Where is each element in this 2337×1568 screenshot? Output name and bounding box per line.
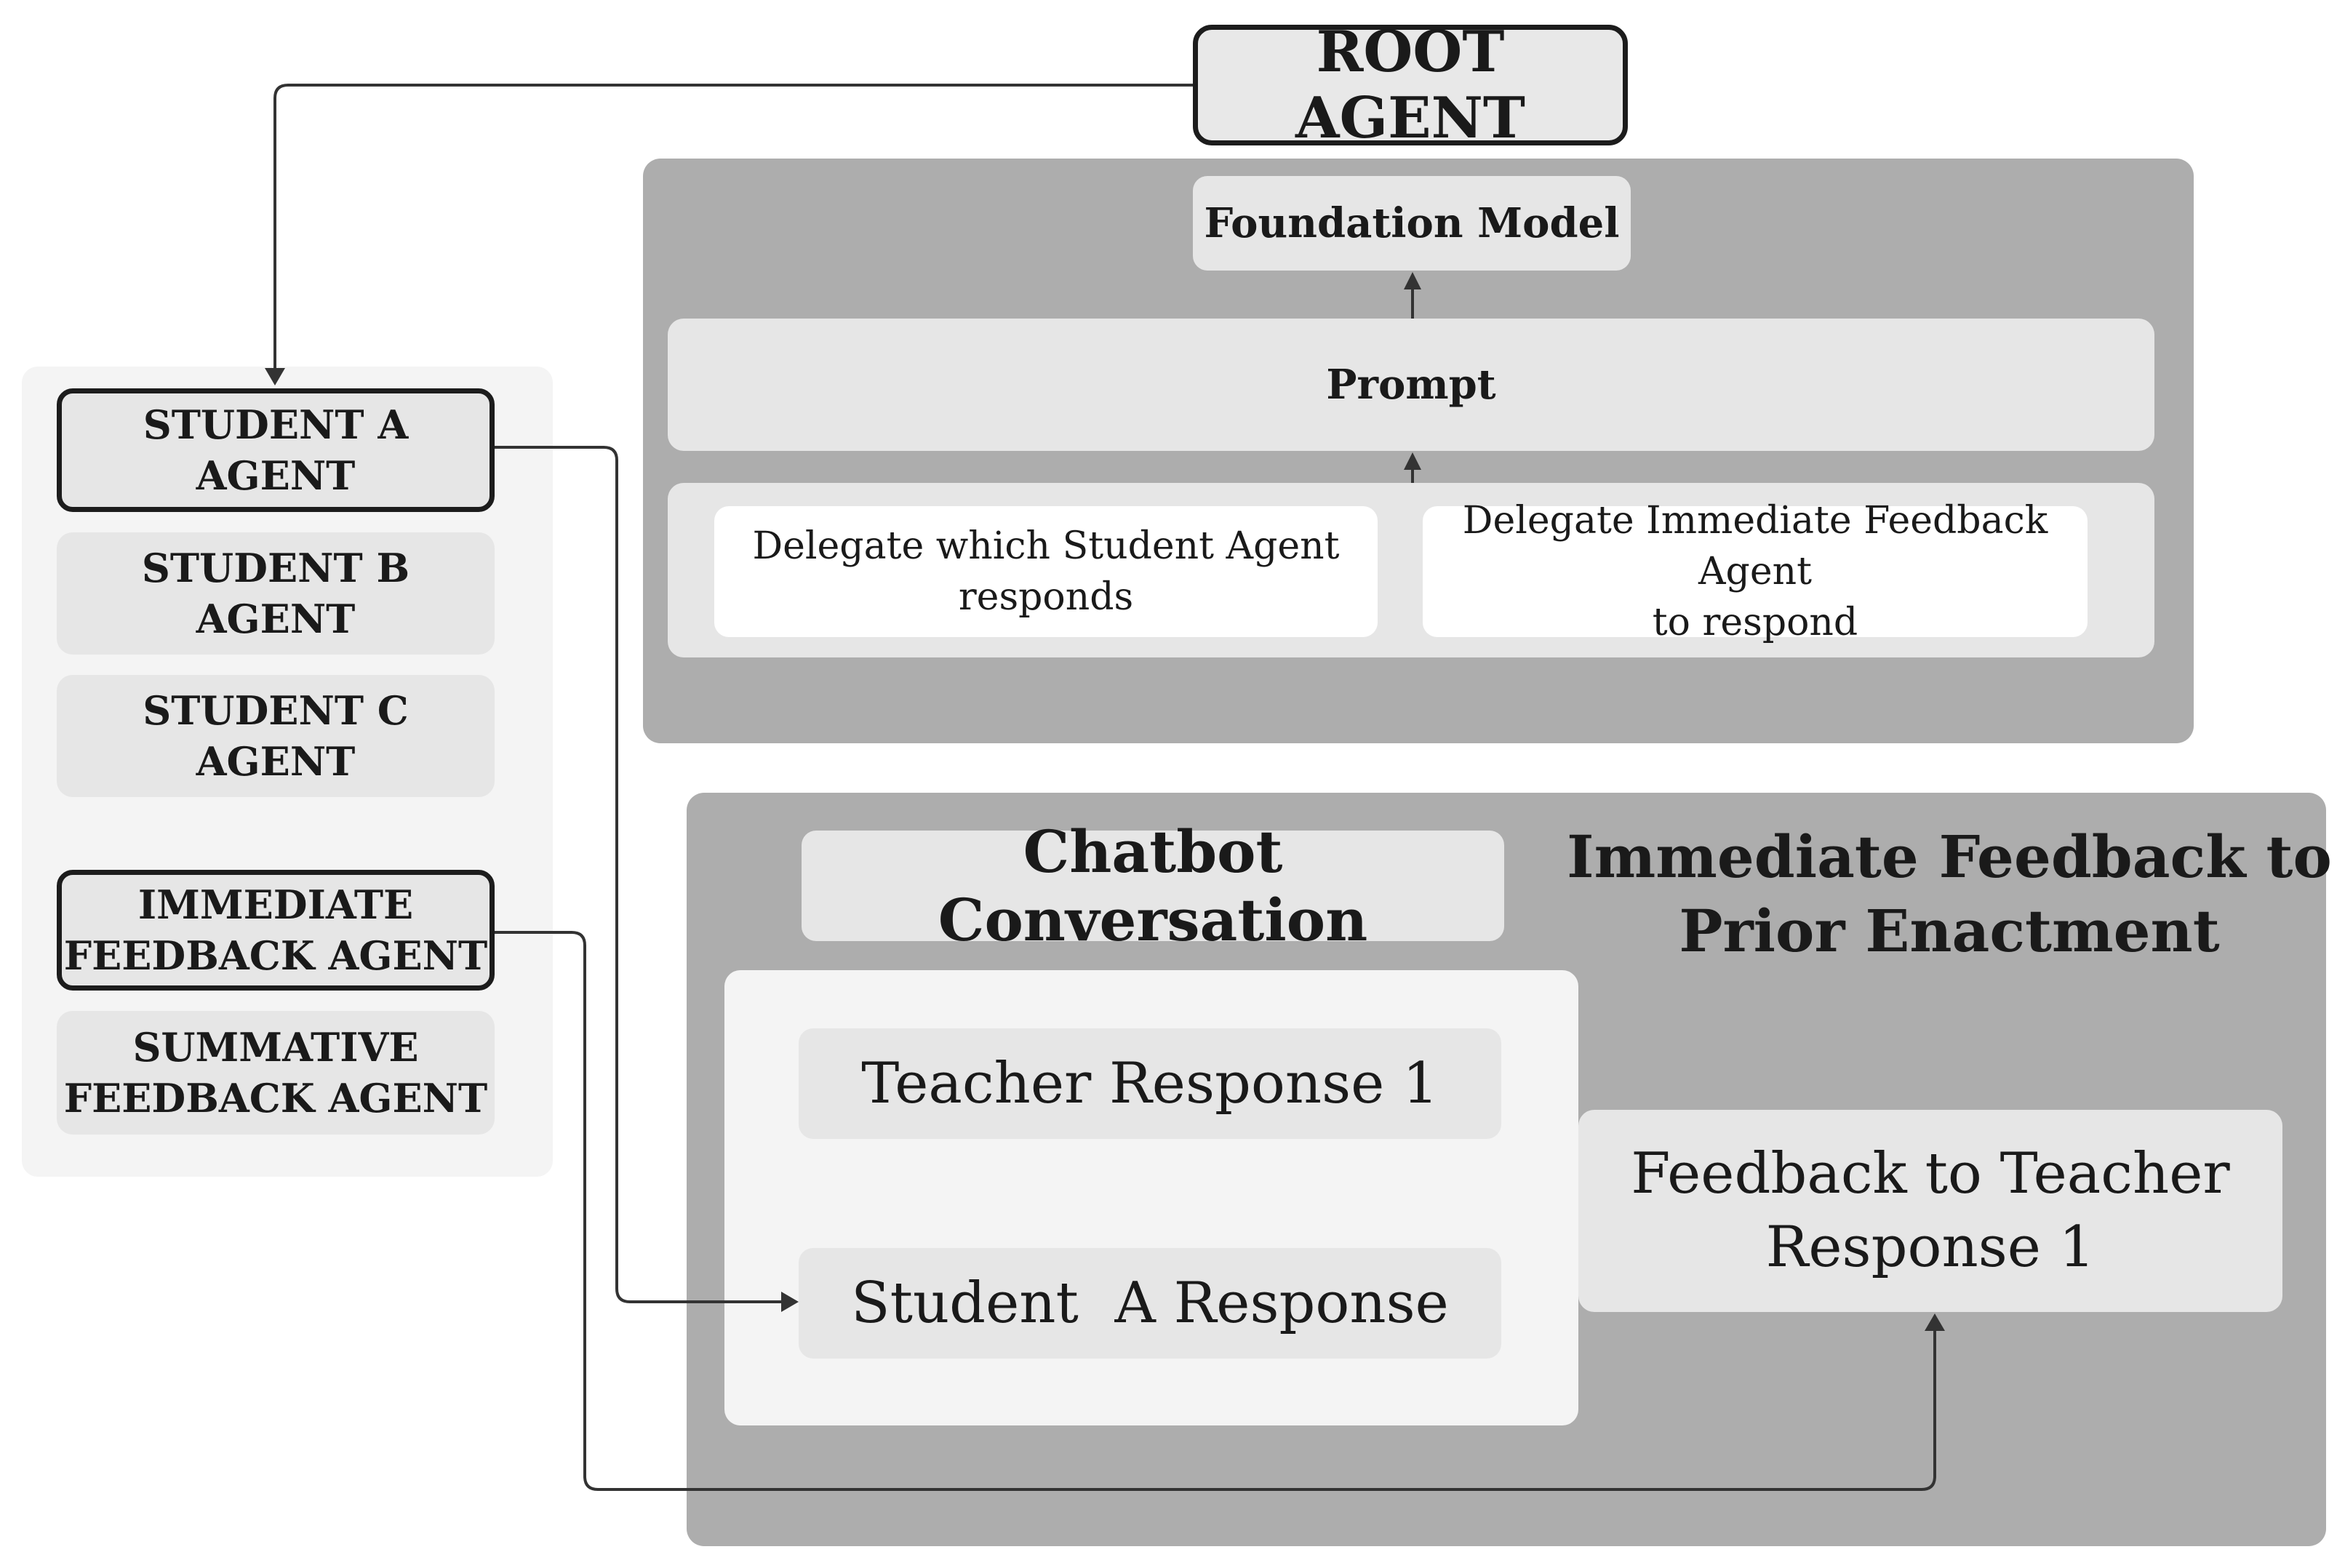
root-agent-box: ROOT AGENT <box>1193 19 1628 151</box>
feedback-to-teacher-box: Feedback to Teacher Response 1 <box>1578 1110 2282 1312</box>
feedback-agent-to-feedback-connector <box>495 931 1936 1491</box>
chatbot-conversation-label: Chatbot Conversation <box>938 817 1368 954</box>
immediate-feedback-title-line-2: Prior Enactment <box>1679 897 2220 965</box>
student-c-agent-label: STUDENT C AGENT <box>143 687 409 785</box>
immediate-feedback-title: Immediate Feedback to Prior Enactment <box>1564 815 2335 975</box>
delegate-student-line-2: responds <box>958 575 1134 619</box>
immediate-feedback-title-line-1: Immediate Feedback to <box>1567 823 2332 892</box>
chatbot-conversation-title: Chatbot Conversation <box>802 817 1504 954</box>
teacher-response-box: Teacher Response 1 <box>799 1028 1501 1139</box>
prompt-to-foundation-model-arrowhead <box>1404 272 1421 289</box>
delegate-feedback-line-2: to respond <box>1652 601 1858 645</box>
feedback-to-teacher-line-2: Response 1 <box>1765 1215 2096 1280</box>
feedback-to-teacher-line-1: Feedback to Teacher <box>1631 1140 2230 1207</box>
feedback-agent-to-feedback-arrowhead <box>1925 1313 1945 1331</box>
student-b-agent-label: STUDENT B AGENT <box>141 544 410 642</box>
student-b-agent: STUDENT B AGENT <box>57 532 495 655</box>
student-a-agent: STUDENT A AGENT <box>57 388 495 512</box>
delegate-feedback-box: Delegate Immediate Feedback Agent to res… <box>1423 499 2088 644</box>
student-a-to-response-arrowhead <box>781 1292 799 1312</box>
root-to-student-a-arrowhead <box>265 368 285 385</box>
root-to-student-a-connector <box>273 84 1193 368</box>
immediate-feedback-agent-line-2: FEEDBACK AGENT <box>63 932 488 979</box>
teacher-response-label: Teacher Response 1 <box>861 1051 1439 1116</box>
foundation-model-label: Foundation Model <box>1204 199 1620 247</box>
student-c-agent: STUDENT C AGENT <box>57 675 495 797</box>
delegate-student-box: Delegate which Student Agent responds <box>714 506 1378 637</box>
delegate-feedback-line-1: Delegate Immediate Feedback Agent <box>1462 498 2048 593</box>
root-agent-label: ROOT AGENT <box>1295 19 1525 151</box>
delegation-to-prompt-arrowhead <box>1404 452 1421 470</box>
delegate-student-line-1: Delegate which Student Agent <box>752 524 1340 568</box>
student-a-response-box: Student A Response <box>799 1248 1501 1359</box>
summative-feedback-agent-line-1: SUMMATIVE <box>132 1023 419 1071</box>
summative-feedback-agent: SUMMATIVE FEEDBACK AGENT <box>57 1011 495 1135</box>
summative-feedback-agent-line-2: FEEDBACK AGENT <box>63 1075 488 1121</box>
foundation-model-box: Foundation Model <box>1193 176 1631 271</box>
immediate-feedback-agent-line-1: IMMEDIATE <box>137 881 414 928</box>
prompt-box: Prompt <box>668 319 2154 451</box>
student-a-to-response-connector <box>495 446 781 1303</box>
immediate-feedback-agent: IMMEDIATE FEEDBACK AGENT <box>57 870 495 991</box>
student-a-response-label: Student A Response <box>851 1271 1449 1336</box>
prompt-label: Prompt <box>1326 361 1496 409</box>
student-a-agent-label: STUDENT A AGENT <box>143 401 409 499</box>
